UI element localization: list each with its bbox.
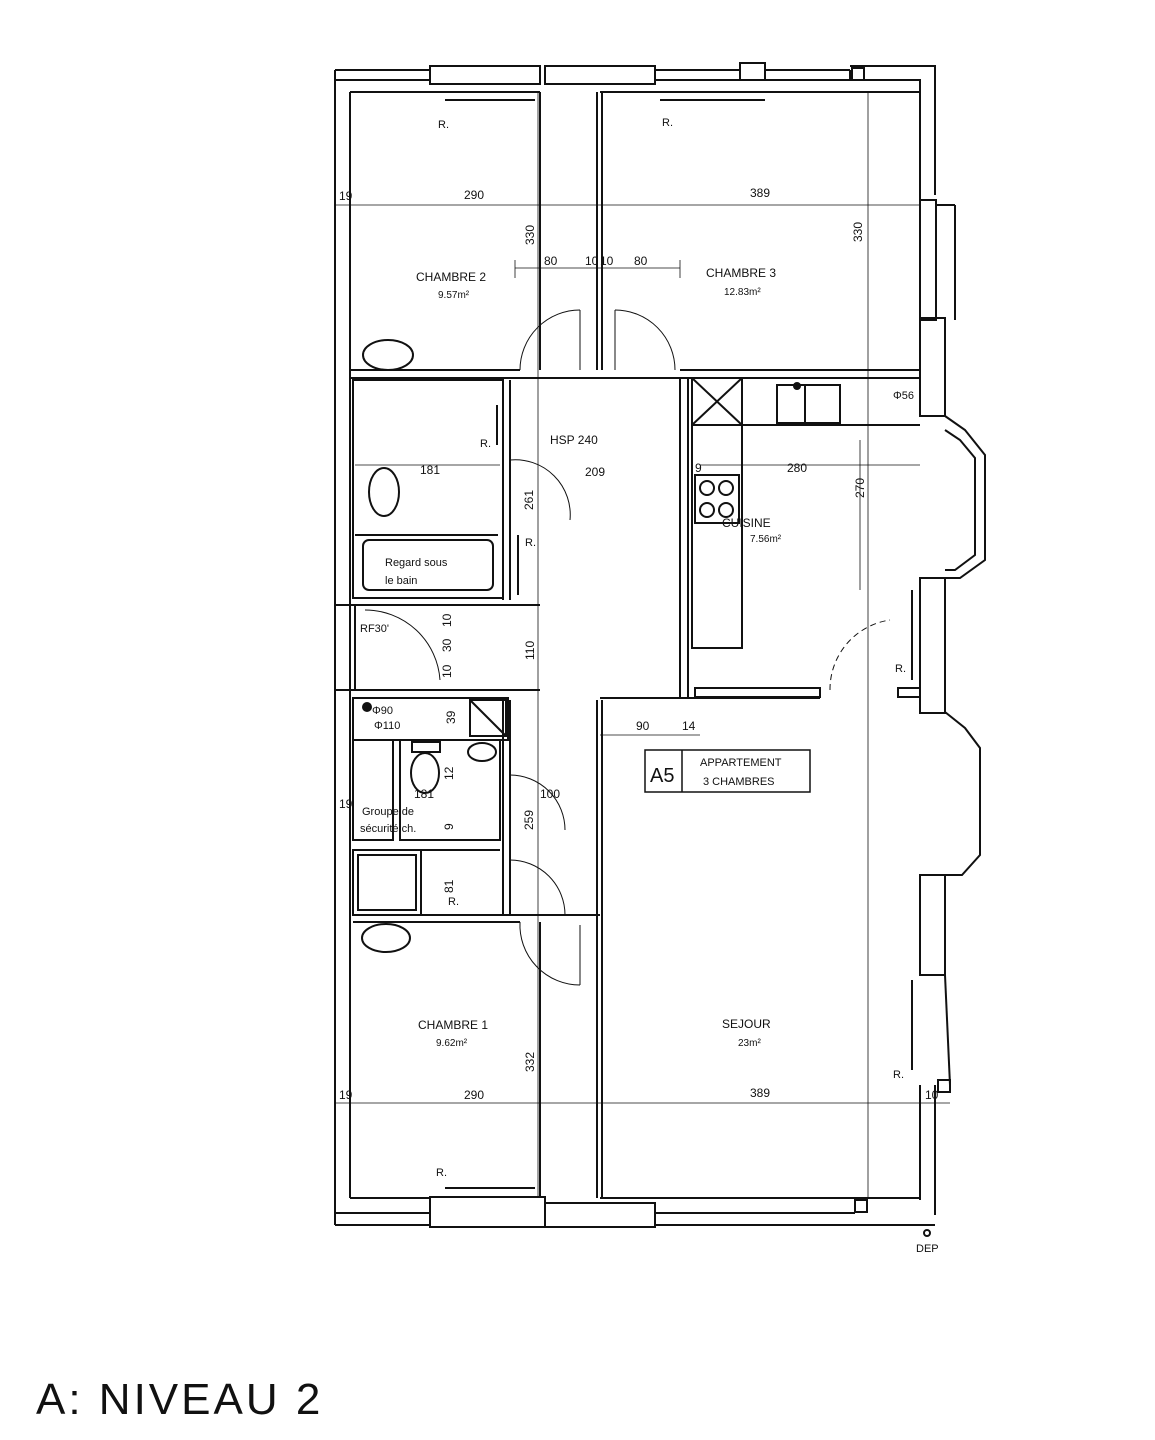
apartment-line-1: APPARTEMENT: [700, 757, 782, 769]
dim-label: 110: [523, 641, 537, 660]
room-labels: CHAMBRE 2 9.57m² CHAMBRE 3 12.83m² HSP 2…: [360, 266, 782, 1049]
room-area-sejour: 23m²: [738, 1038, 761, 1049]
groupe-line-2: sécurité ch.: [360, 823, 416, 835]
apartment-code: A5: [650, 765, 674, 787]
regard-line-1: Regard sous: [385, 557, 448, 569]
dim-label: 290: [464, 1088, 484, 1102]
radiator-mark: R.: [448, 896, 459, 908]
dim-label: 10: [585, 254, 599, 268]
dim-label: 80: [634, 254, 648, 268]
room-area-chambre-1: 9.62m²: [436, 1038, 468, 1049]
dim-label: 330: [523, 225, 537, 245]
rf30-label: RF30': [360, 623, 389, 635]
hsp-label: HSP 240: [550, 433, 598, 447]
symbol-labels: R. R. R. R. R. R. R. R. Φ56 Φ90 Φ110 DEP: [362, 117, 939, 1255]
dim-label: 9: [695, 461, 702, 475]
dim-label: 12: [442, 766, 456, 780]
apartment-line-2: 3 CHAMBRES: [703, 776, 775, 788]
room-area-cuisine: 7.56m²: [750, 534, 782, 545]
dim-label: 39: [444, 710, 458, 724]
pipe-diameter-56: Φ56: [893, 390, 914, 402]
dim-label: 80: [544, 254, 558, 268]
dim-label: 10: [600, 254, 614, 268]
dimension-lines: [335, 204, 950, 1104]
radiator-mark: R.: [525, 537, 536, 549]
dim-label: 280: [787, 461, 807, 475]
dim-label: 10: [440, 664, 454, 678]
dim-label: 81: [442, 879, 456, 893]
dim-label: 100: [540, 787, 560, 801]
dim-label: 10: [925, 1088, 939, 1102]
dim-label: 19: [339, 189, 353, 203]
radiator-mark: R.: [480, 438, 491, 450]
dim-label: 261: [522, 490, 536, 510]
dim-label: 19: [339, 1088, 353, 1102]
room-name-cuisine: CUISINE: [722, 516, 771, 530]
dim-label: 181: [420, 463, 440, 477]
apartment-label: A5 APPARTEMENT 3 CHAMBRES: [644, 749, 811, 793]
plan-title: A: NIVEAU 2: [36, 1375, 324, 1424]
dim-label: 181: [414, 787, 434, 801]
dimension-labels: 19 290 389 330 330 80 10 10 80 181 209 2…: [339, 186, 939, 1102]
dim-label: 389: [750, 1086, 770, 1100]
room-name-chambre-2: CHAMBRE 2: [416, 270, 486, 284]
dim-label: 270: [853, 478, 867, 498]
dim-label: 332: [523, 1052, 537, 1072]
room-area-chambre-2: 9.57m²: [438, 290, 470, 301]
dim-label: 209: [585, 465, 605, 479]
pipe-diameter-110: Φ110: [374, 720, 400, 732]
room-name-chambre-3: CHAMBRE 3: [706, 266, 776, 280]
dim-label: 10: [440, 613, 454, 627]
dim-label: 259: [522, 810, 536, 830]
dim-label: 14: [682, 719, 696, 733]
exterior-walls: [334, 62, 986, 1237]
room-area-chambre-3: 12.83m²: [724, 287, 761, 298]
radiator-mark: R.: [436, 1167, 447, 1179]
dep-label: DEP: [916, 1243, 939, 1255]
dim-label: 330: [851, 222, 865, 242]
dim-label: 9: [442, 823, 456, 830]
room-name-sejour: SEJOUR: [722, 1017, 771, 1031]
radiator-mark: R.: [895, 663, 906, 675]
dim-label: 290: [464, 188, 484, 202]
room-name-chambre-1: CHAMBRE 1: [418, 1018, 488, 1032]
regard-line-2: le bain: [385, 575, 417, 587]
radiator-mark: R.: [893, 1069, 904, 1081]
dim-label: 90: [636, 719, 650, 733]
dim-label: 19: [339, 797, 353, 811]
pipe-diameter-90: Φ90: [372, 705, 393, 717]
dim-label: 389: [750, 186, 770, 200]
dim-label: 30: [440, 638, 454, 652]
groupe-line-1: Groupe de: [362, 806, 414, 818]
interior-walls: [335, 92, 921, 1198]
radiator-mark: R.: [662, 117, 673, 129]
radiator-mark: R.: [438, 119, 449, 131]
